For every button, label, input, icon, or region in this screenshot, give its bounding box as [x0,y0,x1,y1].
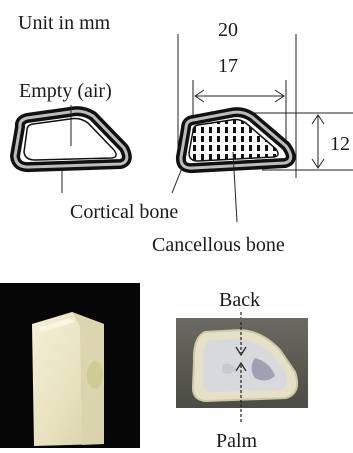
cancellous-bone-label: Cancellous bone [152,234,285,256]
unit-label: Unit in mm [18,12,111,34]
printed-model-photo [0,283,140,448]
sliced-section-photo [176,318,308,408]
cortical-bone-label: Cortical bone [70,201,178,223]
back-label: Back [219,289,260,311]
filled-cross-section [181,112,291,168]
dimension-17-label: 17 [218,55,238,77]
cortical-bone-pointer-right [172,168,182,193]
dimension-12-label: 12 [330,133,350,155]
dimension-12-arrow [312,115,324,168]
dimension-20-label: 20 [218,19,238,41]
dimension-17-arrow [195,90,284,102]
empty-air-label: Empty (air) [19,80,112,102]
palm-label: Palm [216,430,258,448]
